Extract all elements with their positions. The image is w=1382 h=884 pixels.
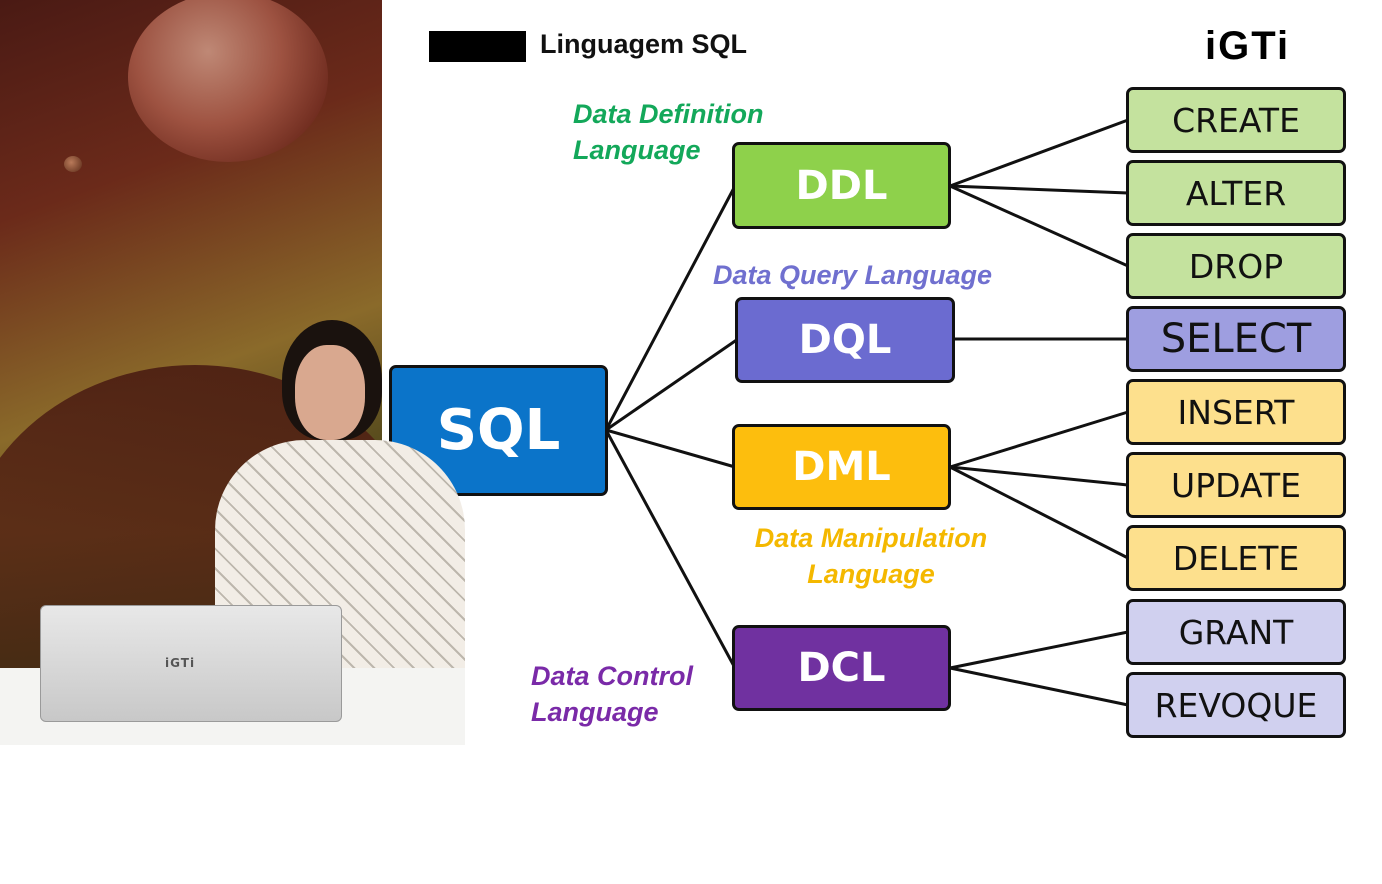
alter-label: ALTER xyxy=(1185,173,1287,213)
select-box: SELECT xyxy=(1126,306,1346,372)
video-frame: Linguagem SQL iGTi Data Definition Langu… xyxy=(0,0,1346,745)
delete-box: DELETE xyxy=(1126,525,1346,591)
dcl-box: DCL xyxy=(732,625,951,711)
insert-label: INSERT xyxy=(1177,392,1295,432)
line-dml-delete xyxy=(948,465,1130,560)
create-box: CREATE xyxy=(1126,87,1346,153)
line-ddl-alter xyxy=(948,184,1130,195)
background-bubble xyxy=(128,0,328,162)
select-label: SELECT xyxy=(1160,316,1312,362)
dml-box: DML xyxy=(732,424,951,510)
sql-box: SQL xyxy=(389,365,608,496)
update-box: UPDATE xyxy=(1126,452,1346,518)
title-marker xyxy=(429,31,526,62)
dql-description: Data Query Language xyxy=(713,257,992,293)
create-label: CREATE xyxy=(1172,100,1300,140)
update-label: UPDATE xyxy=(1171,465,1301,505)
line-sql-dql xyxy=(604,337,740,432)
line-sql-dml xyxy=(604,428,737,469)
igti-logo: iGTi xyxy=(1205,24,1291,68)
dcl-description: Data Control Language xyxy=(531,658,693,730)
slide-title: Linguagem SQL xyxy=(540,29,748,59)
dcl-description-line1: Data Control xyxy=(531,661,693,691)
presenter-face xyxy=(295,345,365,440)
line-dml-update xyxy=(948,465,1130,487)
revoque-box: REVOQUE xyxy=(1126,672,1346,738)
line-sql-ddl xyxy=(604,184,737,432)
dcl-label: DCL xyxy=(797,645,886,691)
ddl-description-line2: Language xyxy=(573,135,701,165)
alter-box: ALTER xyxy=(1126,160,1346,226)
grant-box: GRANT xyxy=(1126,599,1346,665)
ddl-description: Data Definition Language xyxy=(573,96,764,168)
background-dot xyxy=(64,156,82,172)
laptop: iGTi xyxy=(40,605,342,722)
dml-label: DML xyxy=(792,444,891,490)
sql-label: SQL xyxy=(436,398,561,463)
laptop-logo: iGTi xyxy=(165,656,196,670)
dml-description: Data Manipulation Language xyxy=(740,520,1002,592)
dql-box: DQL xyxy=(735,297,955,383)
drop-label: DROP xyxy=(1188,246,1284,286)
line-ddl-create xyxy=(948,118,1130,188)
line-sql-dcl xyxy=(604,428,737,670)
ddl-description-line1: Data Definition xyxy=(573,99,764,129)
dql-description-line1: Data Query Language xyxy=(713,260,993,290)
dml-description-line2: Language xyxy=(807,559,935,589)
ddl-box: DDL xyxy=(732,142,951,229)
dml-description-line1: Data Manipulation xyxy=(754,523,988,553)
dql-label: DQL xyxy=(798,317,892,363)
line-dcl-grant xyxy=(948,630,1130,670)
drop-box: DROP xyxy=(1126,233,1346,299)
ddl-label: DDL xyxy=(795,162,888,209)
line-dml-insert xyxy=(948,410,1130,469)
revoque-label: REVOQUE xyxy=(1154,685,1318,725)
grant-label: GRANT xyxy=(1178,612,1294,652)
connector-lines xyxy=(604,118,1130,707)
line-ddl-drop xyxy=(948,184,1130,268)
insert-box: INSERT xyxy=(1126,379,1346,445)
dcl-description-line2: Language xyxy=(531,697,659,727)
delete-label: DELETE xyxy=(1172,538,1300,578)
line-dcl-revoque xyxy=(948,666,1130,707)
